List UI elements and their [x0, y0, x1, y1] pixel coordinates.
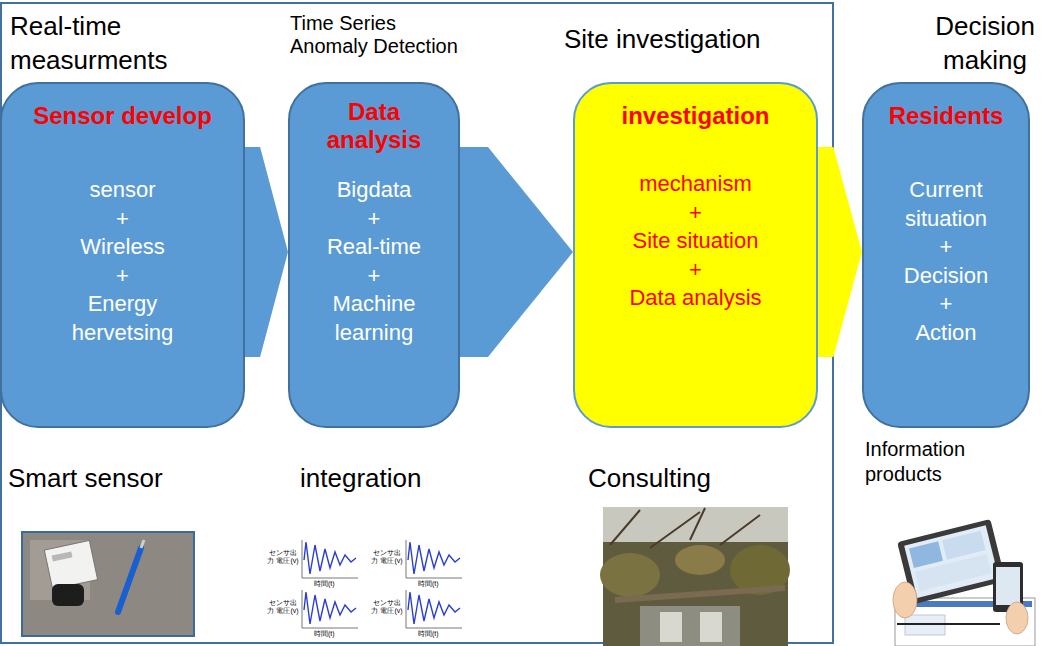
- site-photo: [640, 606, 740, 646]
- box-text: Site situation: [593, 227, 798, 256]
- site-photo: [675, 545, 725, 575]
- axis-label: センサ出力 電圧(v): [266, 599, 300, 616]
- box-text: Action: [874, 319, 1018, 348]
- box-text: sensor: [40, 176, 205, 205]
- device-illustration: [1006, 602, 1028, 634]
- box-text: Machine learning: [300, 290, 448, 347]
- stage-heading: Time Series Anomaly Detection: [290, 12, 470, 58]
- device-illustration: [904, 525, 999, 598]
- device-illustration: [897, 623, 1000, 625]
- sensor-photo: [52, 584, 84, 606]
- box-text: Bigdata: [300, 176, 448, 205]
- site-photo: [660, 612, 682, 642]
- box-text: +: [874, 290, 1018, 319]
- sensor-photo: [22, 532, 194, 636]
- box-text: +: [874, 233, 1018, 262]
- sensor-photo: [118, 548, 141, 612]
- sensor-chart: [302, 540, 462, 628]
- sensor-chart: [406, 590, 462, 628]
- box-text: +: [593, 199, 798, 228]
- process-box: Site investigationinvestigationmechanism…: [573, 82, 818, 428]
- device-illustration: [893, 519, 1035, 646]
- box-text: Decision: [874, 262, 1018, 291]
- device-illustration: [996, 567, 1020, 605]
- box-text: Data analysis: [593, 284, 798, 313]
- stage-heading: Real-time measurments: [10, 10, 250, 78]
- sensor-chart: [302, 590, 358, 628]
- frame-outline: [1, 3, 833, 643]
- caption-label: Consulting: [588, 462, 711, 495]
- stage-heading: Decision making: [926, 10, 1043, 78]
- box-text: Real-time: [300, 233, 448, 262]
- box-text: Energy hervetsing: [40, 290, 205, 347]
- box-heading: Data analysis: [290, 98, 458, 153]
- device-illustration: [909, 541, 943, 568]
- site-photo: [700, 612, 722, 642]
- axis-label: 時間(t): [418, 580, 439, 588]
- block-arrow: [460, 147, 573, 357]
- sensor-chart: [302, 540, 358, 578]
- site-photo: [603, 507, 788, 542]
- site-photo: [610, 508, 760, 548]
- caption-label: Smart sensor: [8, 462, 163, 495]
- block-arrow: [818, 147, 862, 357]
- box-text: +: [300, 205, 448, 234]
- site-photo: [600, 507, 790, 646]
- box-heading: Residents: [864, 102, 1028, 130]
- device-illustration: [915, 554, 992, 591]
- site-photo: [600, 553, 660, 597]
- axis-label: 時間(t): [314, 630, 335, 638]
- box-body: sensor+Wireless+Energy hervetsing: [40, 176, 205, 348]
- device-illustration: [942, 531, 986, 560]
- box-heading: Sensor develop: [2, 102, 243, 130]
- box-body: mechanism+Site situation+Data analysis: [593, 170, 798, 313]
- axis-label: センサ出力 電圧(v): [266, 549, 300, 566]
- box-text: mechanism: [593, 170, 798, 199]
- stage-heading: Site investigation: [564, 24, 761, 55]
- box-body: Bigdata+Real-time+Machine learning: [300, 176, 448, 348]
- axis-label: 時間(t): [418, 630, 439, 638]
- axis-label: センサ出力 電圧(v): [370, 599, 404, 616]
- box-text: Current situation: [874, 176, 1018, 233]
- process-box: Real-time measurmentsSensor developsenso…: [0, 82, 245, 428]
- sensor-photo: [141, 540, 144, 548]
- sensor-photo: [52, 551, 73, 561]
- box-text: +: [40, 205, 205, 234]
- device-illustration: [893, 582, 917, 618]
- sensor-chart: [406, 540, 462, 578]
- box-text: +: [300, 262, 448, 291]
- sensor-photo: [22, 532, 194, 636]
- axis-label: センサ出力 電圧(v): [370, 549, 404, 566]
- axis-label: 時間(t): [314, 580, 335, 588]
- process-box: Decision makingResidentsCurrent situatio…: [862, 82, 1030, 428]
- sensor-photo: [44, 540, 97, 589]
- caption-label: Information products: [865, 437, 1005, 487]
- box-text: +: [593, 256, 798, 285]
- caption-label: integration: [300, 462, 421, 495]
- sensor-photo: [44, 540, 97, 589]
- box-heading: investigation: [575, 102, 816, 130]
- box-text: +: [40, 262, 205, 291]
- block-arrow: [245, 147, 288, 357]
- site-photo: [615, 588, 785, 600]
- box-text: Wireless: [40, 233, 205, 262]
- process-box: Time Series Anomaly DetectionData analys…: [288, 82, 460, 428]
- box-body: Current situation+Decision+Action: [874, 176, 1018, 348]
